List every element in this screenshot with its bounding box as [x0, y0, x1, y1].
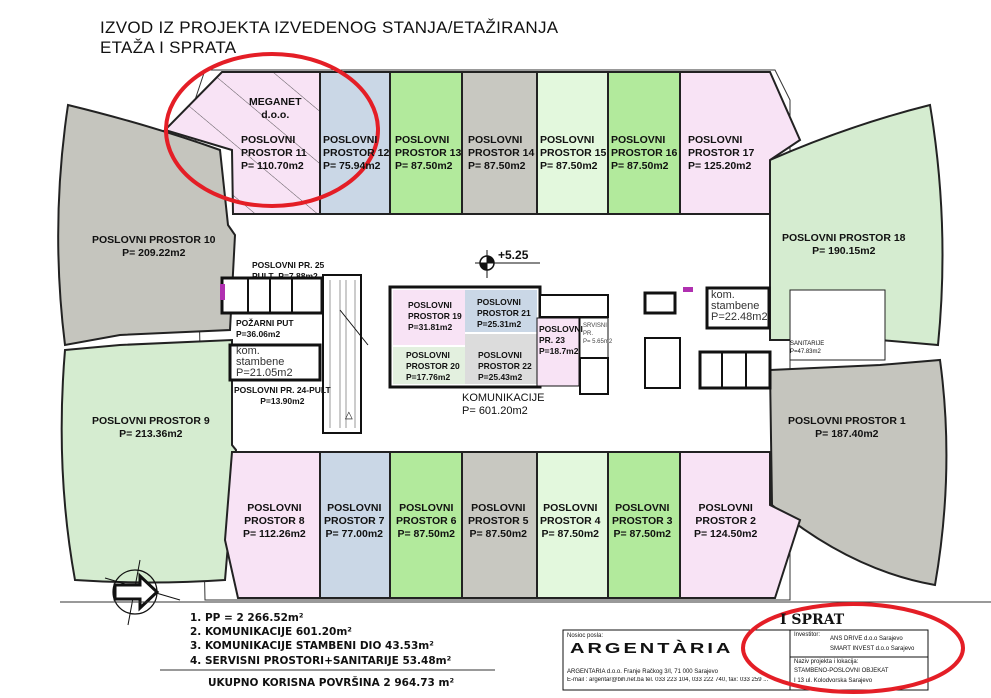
wing-room-9 — [60, 338, 238, 584]
wing-room-1 — [768, 358, 948, 587]
project-label: Naziv projekta i lokacija: — [794, 659, 859, 665]
highlight-ellipse-room-11 — [164, 52, 380, 208]
investor-label: Investitor: — [794, 632, 821, 638]
contractor-contact: E-mail : argentar@bih.net.ba tel. 033 22… — [567, 677, 769, 683]
contractor-address: ARGENTARIA d.o.o. Franje Račkog 3/I, 71 … — [567, 669, 718, 675]
title-line-2: ETAŽA I SPRATA — [100, 38, 237, 57]
wing-room-18 — [769, 103, 944, 347]
elevation-marker-icon — [475, 250, 540, 278]
total-area: UKUPNO KORISNA POVRŠINA 2 964.73 m² — [208, 677, 455, 689]
title-line-1: IZVOD IZ PROJEKTA IZVEDENOG STANJA/ETAŽI… — [100, 18, 559, 37]
elevation-label: +5.25 — [498, 248, 529, 262]
floor-label: I SPRAT — [780, 612, 845, 628]
investor-1: ANS DRIVE d.o.o Sarajevo — [830, 636, 903, 642]
wing-room-10 — [57, 103, 237, 347]
north-compass-icon — [104, 559, 181, 626]
legend-item-3: 3. KOMUNIKACIJE STAMBENI DIO 43.53m² — [190, 640, 434, 652]
contractor-label: Nosioc posla: — [567, 633, 604, 639]
legend-item-4: 4. SERVISNI PROSTORI+SANITARIJE 53.48m² — [190, 655, 452, 667]
project-location: I 13 ul. Kolodvorska Sarajevo — [794, 678, 873, 684]
highlight-ellipse-title-block — [741, 602, 965, 694]
triangle-marker-icon: △ — [345, 410, 353, 421]
argentaria-logo: ARGENTÀRIA — [570, 640, 734, 657]
project-name: STAMBENO-POSLOVNI OBJEKAT — [794, 668, 889, 674]
investor-2: SMART INVEST d.o.o Sarajevo — [830, 646, 915, 652]
legend-item-2: 2. KOMUNIKACIJE 601.20m² — [190, 626, 352, 638]
legend-item-1: 1. PP = 2 266.52m² — [190, 612, 304, 624]
